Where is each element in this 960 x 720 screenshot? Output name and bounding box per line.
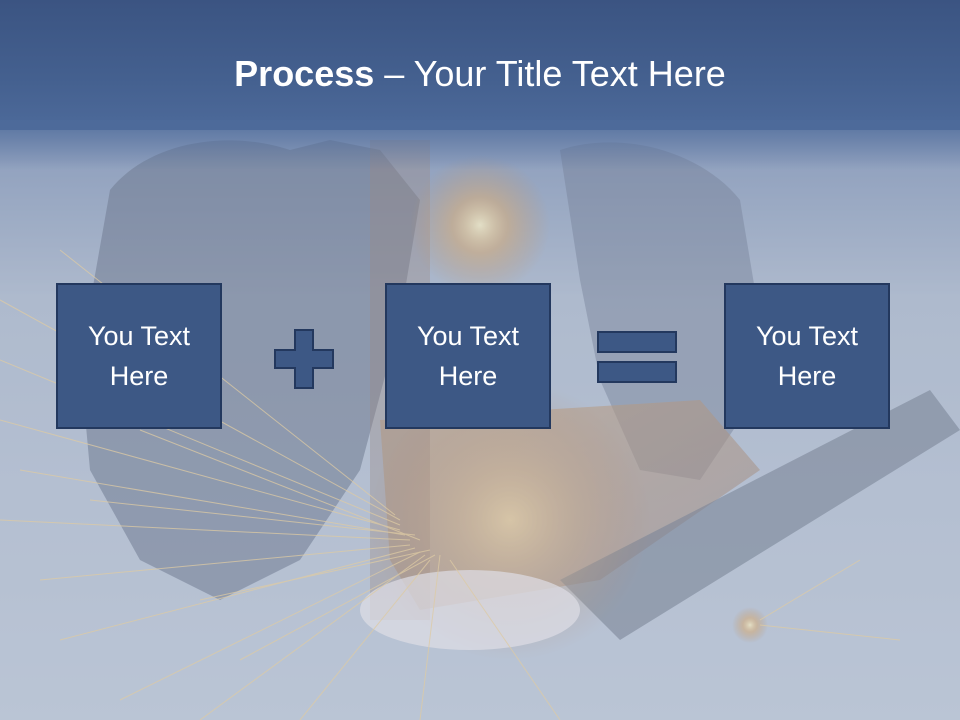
header-band [0,0,960,130]
process-box-2-text: You Text Here [416,321,520,391]
process-box-1[interactable]: You Text Here [56,283,222,429]
header-fade [0,120,960,170]
title-rest: – Your Title Text Here [374,53,726,94]
title-bold: Process [234,53,375,94]
plus-icon [274,329,334,389]
slide-title[interactable]: Process – Your Title Text Here [0,52,960,96]
process-box-2[interactable]: You Text Here [385,283,551,429]
process-box-1-text: You Text Here [87,321,191,391]
equals-icon [597,331,677,383]
process-box-3-text: You Text Here [755,321,859,391]
process-box-3[interactable]: You Text Here [724,283,890,429]
